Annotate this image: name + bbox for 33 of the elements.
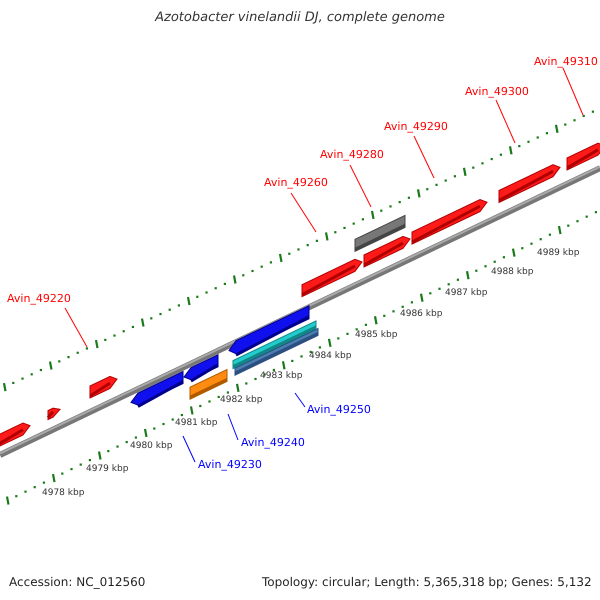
gene-label: Avin_49250 xyxy=(307,403,371,416)
scale-label: 4989 kbp xyxy=(537,248,580,258)
gene-label: Avin_49240 xyxy=(241,436,305,449)
scale-label: 4986 kbp xyxy=(400,309,442,319)
leader-line xyxy=(496,100,516,144)
gene-label: Avin_49310 xyxy=(534,55,598,68)
footer-text: Topology: circular; Length: 5,365,318 bp; Genes: 5,132 xyxy=(262,575,592,589)
footer-text: Accession: NC_012560 xyxy=(9,575,146,589)
scale-label: 4979 kbp xyxy=(86,464,128,474)
gene-label: Avin_49230 xyxy=(198,458,262,471)
scale-label: 4980 kbp xyxy=(130,441,172,451)
leader-line xyxy=(350,164,372,208)
gene-label: Avin_49290 xyxy=(384,120,448,133)
scale-label: 4985 kbp xyxy=(355,330,398,340)
leader-line xyxy=(182,436,196,462)
leader-line xyxy=(562,68,584,116)
gene-label: Avin_49300 xyxy=(465,85,529,98)
scale-label: 4983 kbp xyxy=(260,371,302,381)
diagram-title: Azotobacter vinelandii DJ, complete genome xyxy=(154,10,446,25)
leader-line xyxy=(290,192,316,232)
scale-label: 4987 kbp xyxy=(445,288,488,298)
scale-label: 4981 kbp xyxy=(175,418,218,428)
scale-label: 4984 kbp xyxy=(309,351,352,361)
leader-line xyxy=(228,414,238,440)
scale-label: 4988 kbp xyxy=(491,267,534,277)
leader-line xyxy=(294,392,306,408)
gene-label: Avin_49260 xyxy=(264,176,328,189)
scale-label: 4982 kbp xyxy=(220,395,262,405)
leader-line xyxy=(64,308,88,348)
gene-label: Avin_49220 xyxy=(7,292,71,305)
scale-label: 4978 kbp xyxy=(42,488,84,498)
gene-label: Avin_49280 xyxy=(320,148,384,161)
leader-line xyxy=(414,136,434,178)
